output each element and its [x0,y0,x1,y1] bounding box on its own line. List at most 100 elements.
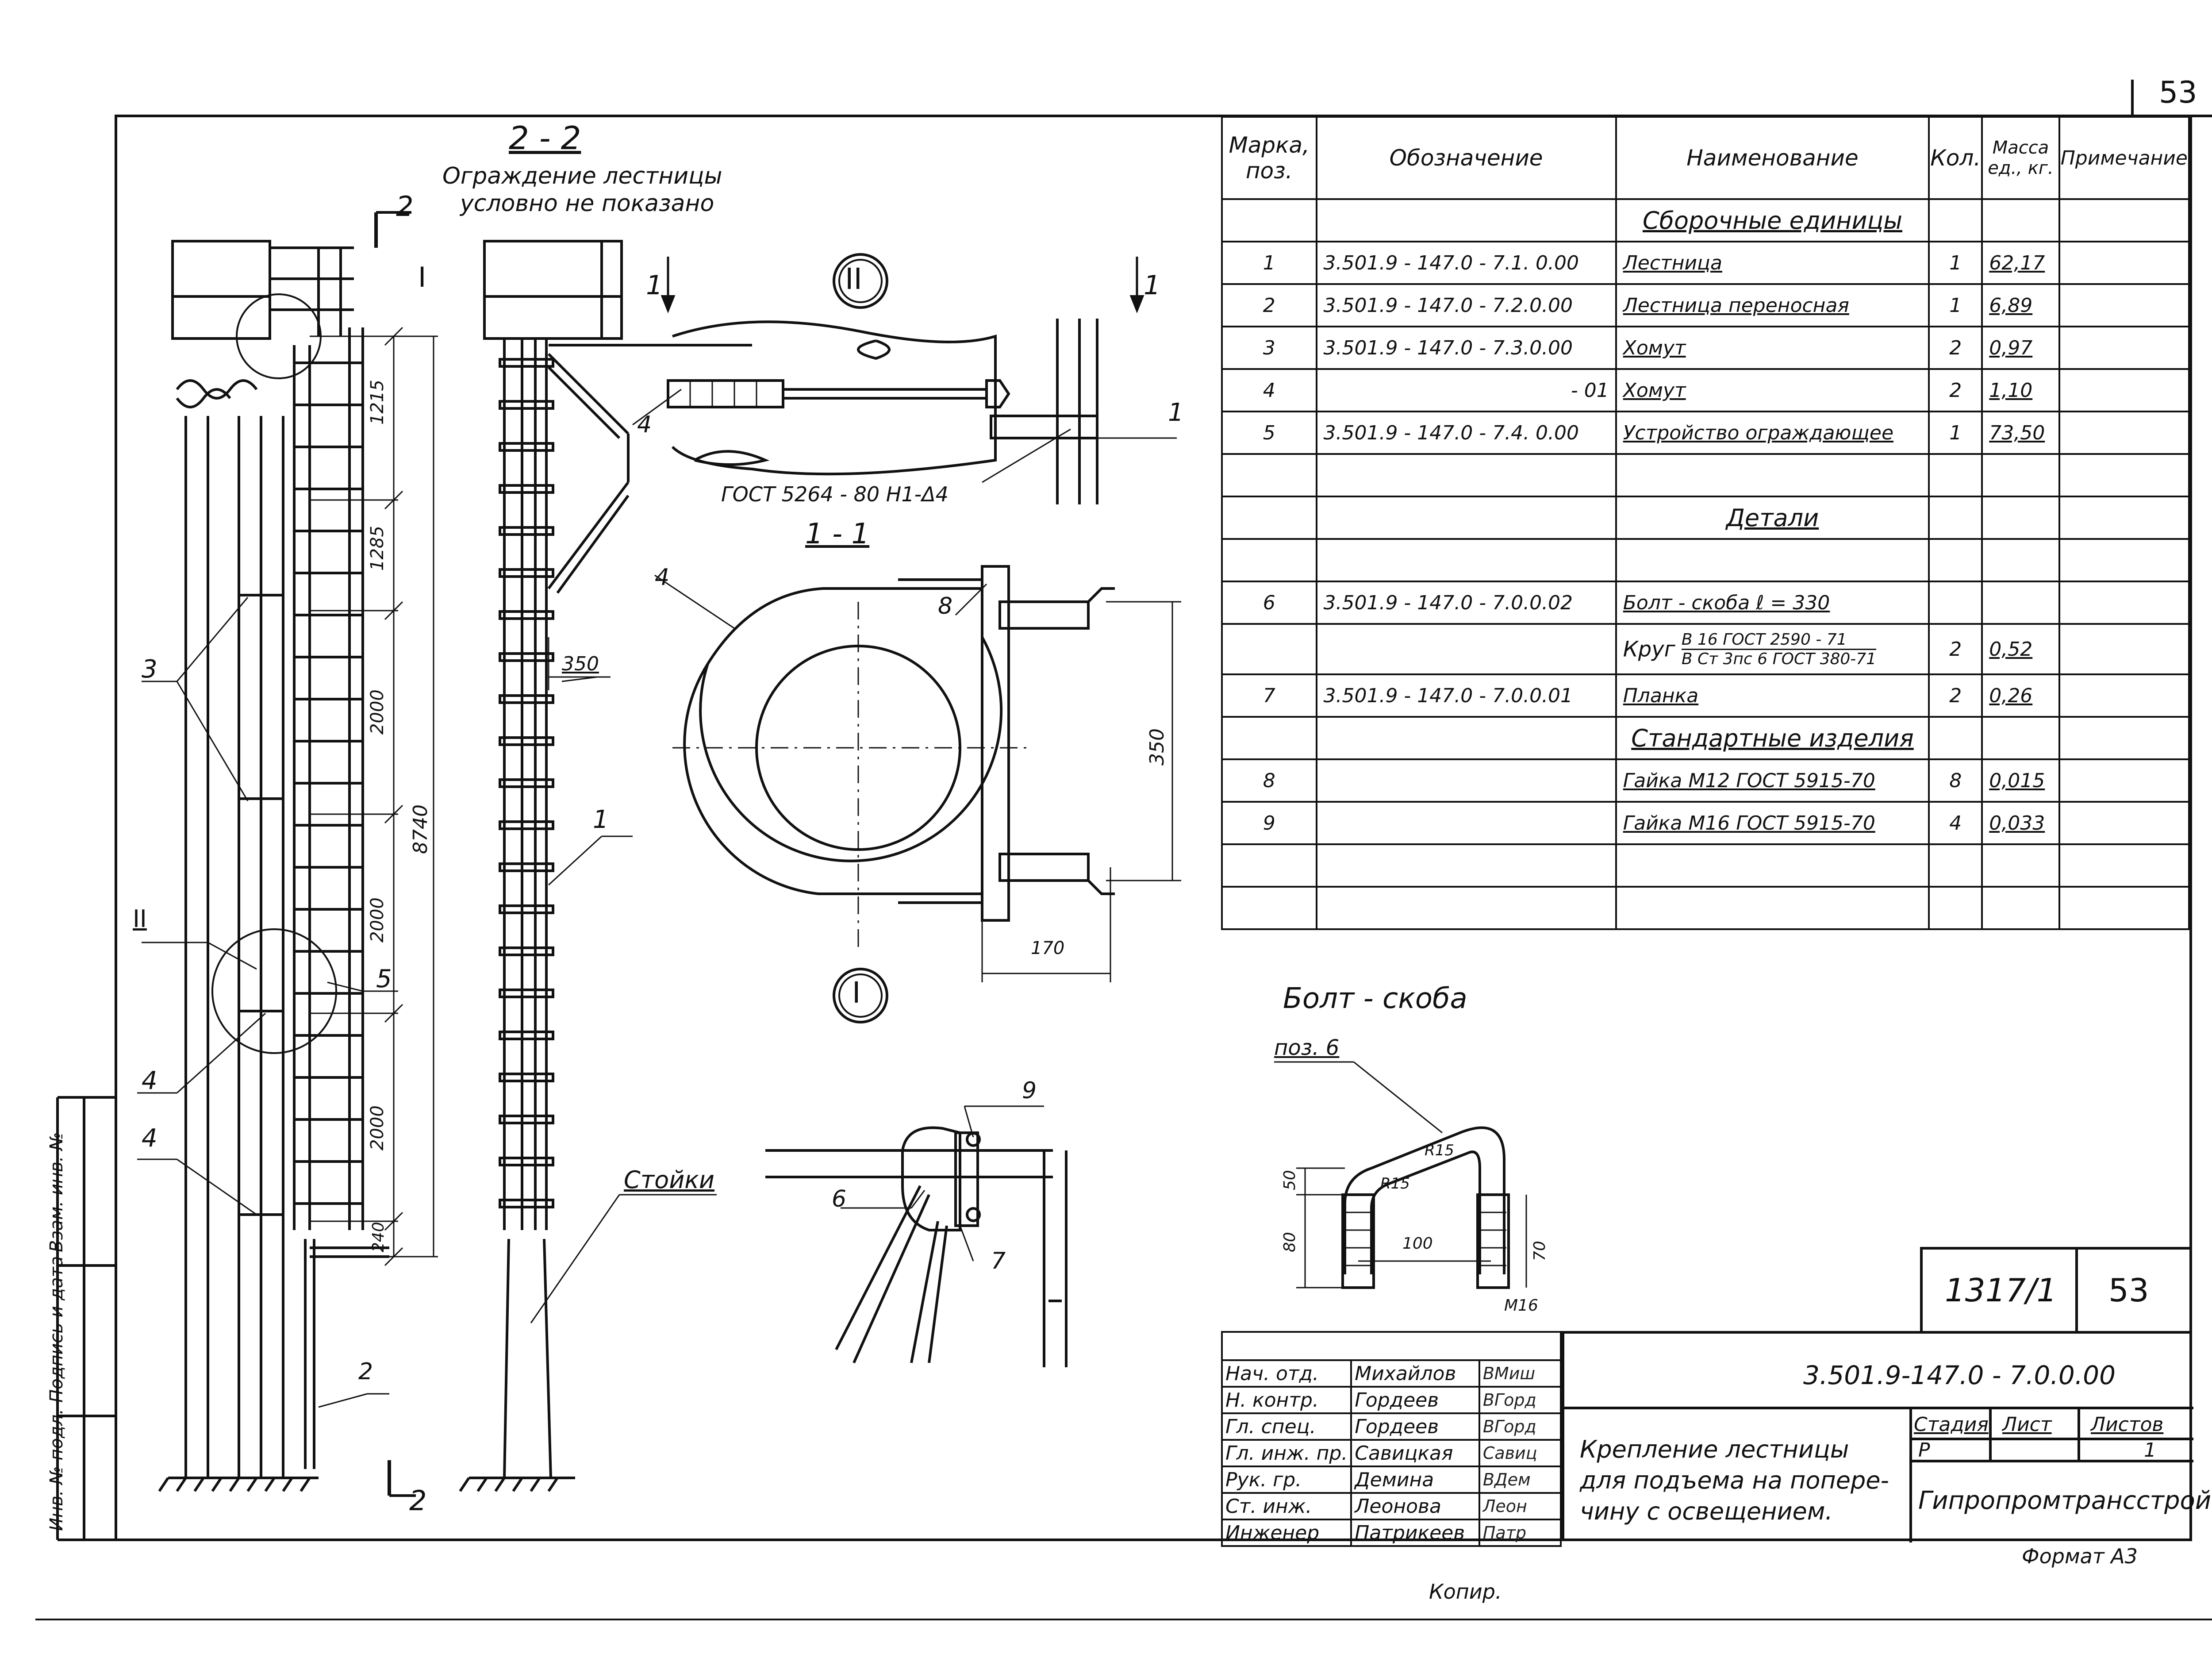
cell-pos [1221,453,1317,497]
cut-mark-1-right: 1 [1144,270,1161,301]
cell-note [2058,241,2190,285]
cell-pos: 6 [1221,581,1317,625]
pos-9: 9 [1022,1077,1037,1104]
drawing-frame [115,115,2192,1541]
pos-4-section: 4 [655,564,670,591]
cell-qty: 2 [1928,368,1983,412]
stamp-name: Леонова [1350,1492,1480,1520]
stamp-role: Нач. отд. [1221,1359,1352,1388]
bolt-title: Болт - скоба [1283,982,1467,1015]
cell-name: Планка [1615,673,1930,718]
material-grade-top: В 16 ГОСТ 2590 - 71 [1681,631,1877,650]
cell-qty [1928,716,1983,760]
pos-5: 5 [376,965,392,993]
stamp-sign: ВГорд [1478,1386,1562,1414]
cell-mass: 0,97 [1981,326,2060,370]
cell-pos: 9 [1221,801,1317,845]
cell-pos [1221,198,1317,242]
cell-code [1315,623,1617,675]
cell-pos: 7 [1221,673,1317,718]
cell-mass: 6,89 [1981,283,2060,327]
stamp-role: Н. контр. [1221,1386,1352,1414]
dim-1215: 1215 [367,380,388,425]
cell-name: Гайка М12 ГОСТ 5915-70 [1615,758,1930,803]
ladder-rung [499,1073,554,1082]
stamp-name: Гордеев [1350,1386,1480,1414]
ladder-rung [499,484,554,494]
cell-code [1315,886,1617,930]
pos-7: 7 [991,1248,1006,1274]
cell-note [2058,538,2190,582]
section-2-2-note-2: условно не показано [460,190,714,217]
cell-pos [1221,538,1317,582]
cell-name [1615,538,1930,582]
cell-note [2058,496,2190,540]
section-2-2-note-1: Ограждение лестницы [442,163,722,189]
specification-table: Марка, поз. Обозначение Наименование Кол… [1221,116,2190,930]
cell-code: 3.501.9 - 147.0 - 7.4. 0.00 [1315,411,1617,455]
cell-name [1615,886,1930,930]
col-header-note: Примечание [2058,116,2190,200]
cell-name [1615,453,1930,497]
copy-label: Копир. [1429,1580,1502,1604]
ladder-rung [499,1199,554,1208]
ladder-rungs-left [294,362,363,1205]
stoiki-label: Стойки [624,1166,715,1194]
cell-qty: 2 [1928,623,1983,675]
dim-80: 80 [1281,1232,1299,1252]
ladder-rung [499,778,554,788]
cell-pos [1221,496,1317,540]
cell-note [2058,716,2190,760]
cell-mass: 1,10 [1981,368,2060,412]
stamp-sign: Савиц [1478,1439,1562,1467]
cell-pos: 4 [1221,368,1317,412]
radius-15-b: R15 [1380,1175,1410,1192]
cell-note [2058,368,2190,412]
ladder-rung [499,1157,554,1166]
cell-code [1315,716,1617,760]
ladder-rung [499,400,554,410]
stamp-name: Михайлов [1350,1359,1480,1388]
weld-note: ГОСТ 5264 - 80 Н1-Δ4 [721,482,949,506]
cell-code: 3.501.9 - 147.0 - 7.0.0.02 [1315,581,1617,625]
cell-name: Устройство ограждающее [1615,411,1930,455]
cell-code [1315,801,1617,845]
cell-mass [1981,538,2060,582]
cell-code: 3.501.9 - 147.0 - 7.1. 0.00 [1315,241,1617,285]
ladder-rung [499,652,554,662]
cell-code [1315,453,1617,497]
stamp-role: Ст. инж. [1221,1492,1352,1520]
cut-mark-top: 2 [396,190,414,223]
side-label-inv: Инв. № подл. [46,1409,67,1531]
dim-70: 70 [1531,1241,1549,1261]
stamp-sign: ВГорд [1478,1412,1562,1441]
stamp-role: Инженер [1221,1519,1352,1547]
dim-1285: 1285 [367,526,388,571]
ladder-rung [499,568,554,578]
ladder-rungs-middle [499,358,554,1208]
col-header-name: Наименование [1615,116,1930,200]
material-grade-bottom: В Ст 3пс 6 ГОСТ 380-71 [1681,650,1877,668]
cell-name: Хомут [1615,326,1930,370]
sheet-no: 53 [2108,1272,2149,1309]
stamp-sign: ВМиш [1478,1359,1562,1388]
leader-lines [137,388,1177,1408]
cell-code: - 01 [1315,368,1617,412]
table-row [1221,538,2190,582]
callout-II-left: II [133,905,147,933]
cell-pos: 2 [1221,283,1317,327]
cell-pos: 3 [1221,326,1317,370]
detail-II-clamp [661,253,1144,504]
stamp-role: Рук. гр. [1221,1466,1352,1494]
section-heading: Сборочные единицы [1615,198,1930,242]
cell-note [2058,326,2190,370]
